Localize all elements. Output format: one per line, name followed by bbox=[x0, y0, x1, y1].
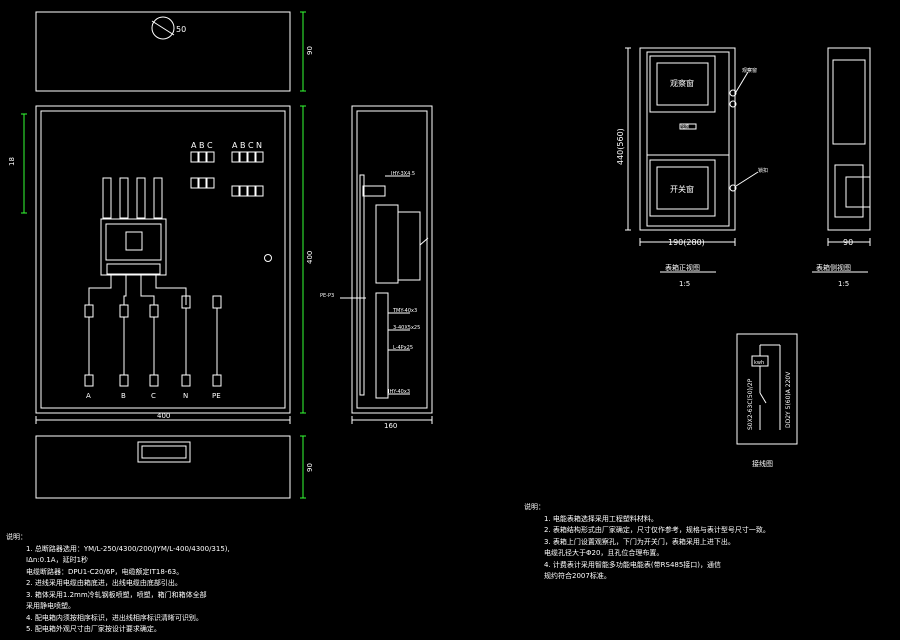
notes-right-line: 规约符合2007标准。 bbox=[544, 572, 611, 580]
main-cabinet-inner bbox=[40, 110, 286, 409]
meter-box-front bbox=[639, 47, 736, 231]
top-box bbox=[35, 11, 291, 92]
meter-side-scale: 1:5 bbox=[838, 280, 849, 288]
notes-right-line: 4. 计费表计采用智能多功能电能表(带RS485接口)，通信 bbox=[544, 560, 722, 569]
meter-window bbox=[649, 55, 716, 113]
notes-right-title: 说明： bbox=[524, 503, 545, 511]
incoming-lugs bbox=[102, 177, 163, 219]
phase-label-c1: C bbox=[207, 141, 213, 150]
door-lock bbox=[264, 254, 272, 262]
terminal-label-n: N bbox=[183, 392, 188, 400]
side-callout-left: PE-P3 bbox=[320, 293, 334, 299]
notes-left-line: 3. 箱体采用1.2mm冷轧钢板喷塑，喷塑，箱门和箱体全部 bbox=[26, 590, 207, 599]
phase-label-n2: N bbox=[256, 141, 262, 150]
kwh-label: kwh bbox=[754, 360, 764, 366]
top-box-dim: 50 bbox=[176, 25, 186, 34]
phase-label-c2: C bbox=[248, 141, 254, 150]
notes-left-line: 1. 总断路器选用：YM/L-250/4300/200/JYM/L-400/43… bbox=[26, 544, 230, 553]
terminal-blocks bbox=[84, 295, 222, 387]
side-view bbox=[351, 105, 433, 414]
terminal-label-b: B bbox=[121, 392, 126, 400]
cabinet-height-left: 18 bbox=[8, 157, 16, 166]
busbar-terminals-right bbox=[231, 151, 264, 197]
notes-left-title: 说明： bbox=[6, 533, 27, 541]
phase-label-a1: A bbox=[191, 141, 197, 150]
notes-right-line: 电缆孔径大于Φ20，且孔位合理布置。 bbox=[544, 549, 664, 557]
switch-window-label: 开关窗 bbox=[670, 184, 694, 194]
side-callout-1: IHY-3X4.5 bbox=[391, 171, 415, 177]
notes-right-line: 2. 表箱结构形式由厂家确定，尺寸仅作参考，规格与表计型号尺寸一致。 bbox=[544, 526, 770, 534]
top-box-knockout bbox=[151, 16, 175, 40]
side-busbar bbox=[359, 174, 365, 396]
phase-label-b1: B bbox=[199, 141, 205, 150]
phase-label-a2: A bbox=[232, 141, 238, 150]
side-callout-3: 3-40X5x25 bbox=[393, 325, 420, 331]
wiring-diagram bbox=[736, 333, 798, 445]
cabinet-width: 400 bbox=[157, 412, 170, 420]
nameplate-label: 铭牌 bbox=[681, 123, 689, 129]
main-breaker bbox=[100, 218, 167, 276]
bottom-box bbox=[35, 435, 291, 499]
meter-front-title: 表箱正视图 bbox=[665, 263, 700, 272]
cable-label: DD2Y 5(60)A 220V bbox=[785, 371, 792, 428]
meter-side-width: 90 bbox=[843, 238, 853, 247]
busbar-terminals-left bbox=[190, 151, 215, 189]
bottom-box-height: 90 bbox=[306, 463, 314, 472]
switch-window bbox=[649, 159, 716, 217]
notes-left-line: 4. 配电箱内须按相序标识，进出线相序标识清晰可识别。 bbox=[26, 613, 203, 622]
main-breaker-handle bbox=[125, 231, 143, 251]
side-callout-4: L-4Px25 bbox=[393, 345, 413, 351]
wiring-title: 接线图 bbox=[752, 459, 773, 468]
hinge-callout: 锁扣 bbox=[758, 167, 768, 174]
meter-front-scale: 1:5 bbox=[679, 280, 690, 288]
notes-right: 说明： 1. 电能表箱选择采用工程塑料材料。 2. 表箱结构形式由厂家确定，尺寸… bbox=[524, 502, 770, 583]
notes-left-line: 采用静电喷塑。 bbox=[26, 602, 75, 610]
terminal-label-pe: PE bbox=[212, 392, 221, 400]
terminal-label-c: C bbox=[151, 392, 156, 400]
notes-left-line: 5. 配电箱外观尺寸由厂家按设计要求确定。 bbox=[26, 625, 161, 633]
notes-left-line: 电缆断路器：DPU1-C20/6P，电缆额定IT18-63。 bbox=[26, 567, 184, 576]
meter-box-width: 190(280) bbox=[668, 238, 705, 247]
bottom-box-slot bbox=[137, 441, 191, 463]
lock-callout: 观察窗 bbox=[742, 67, 757, 74]
terminal-label-a: A bbox=[86, 392, 91, 400]
phase-label-b2: B bbox=[240, 141, 246, 150]
meter-box-side bbox=[827, 47, 871, 231]
meter-side-title: 表箱侧视图 bbox=[816, 263, 851, 272]
notes-left-line: 2. 进线采用电缆由箱底进，出线电缆由底部引出。 bbox=[26, 579, 182, 587]
notes-left-line: IΔn:0.1A，延时1秒 bbox=[26, 556, 89, 564]
meter-box-height: 440(560) bbox=[616, 128, 625, 165]
nameplate bbox=[679, 123, 697, 130]
top-box-height: 90 bbox=[306, 46, 314, 55]
notes-right-line: 1. 电能表箱选择采用工程塑料材料。 bbox=[544, 514, 658, 523]
side-width: 160 bbox=[384, 422, 397, 430]
side-callout-5: IHY-40x3 bbox=[388, 389, 410, 395]
notes-left: 说明： 1. 总断路器选用：YM/L-250/4300/200/JYM/L-40… bbox=[6, 532, 230, 636]
breaker-label: S0X2-63C(50)/2P bbox=[747, 378, 754, 430]
side-callout-2: TMY-40x3 bbox=[392, 308, 417, 314]
meter-window-label: 观察窗 bbox=[670, 78, 694, 88]
cabinet-height-right: 400 bbox=[306, 251, 314, 264]
main-cabinet bbox=[35, 105, 291, 414]
notes-right-line: 3. 表箱上门设置观察孔，下门为开关门，表箱采用上进下出。 bbox=[544, 537, 735, 546]
